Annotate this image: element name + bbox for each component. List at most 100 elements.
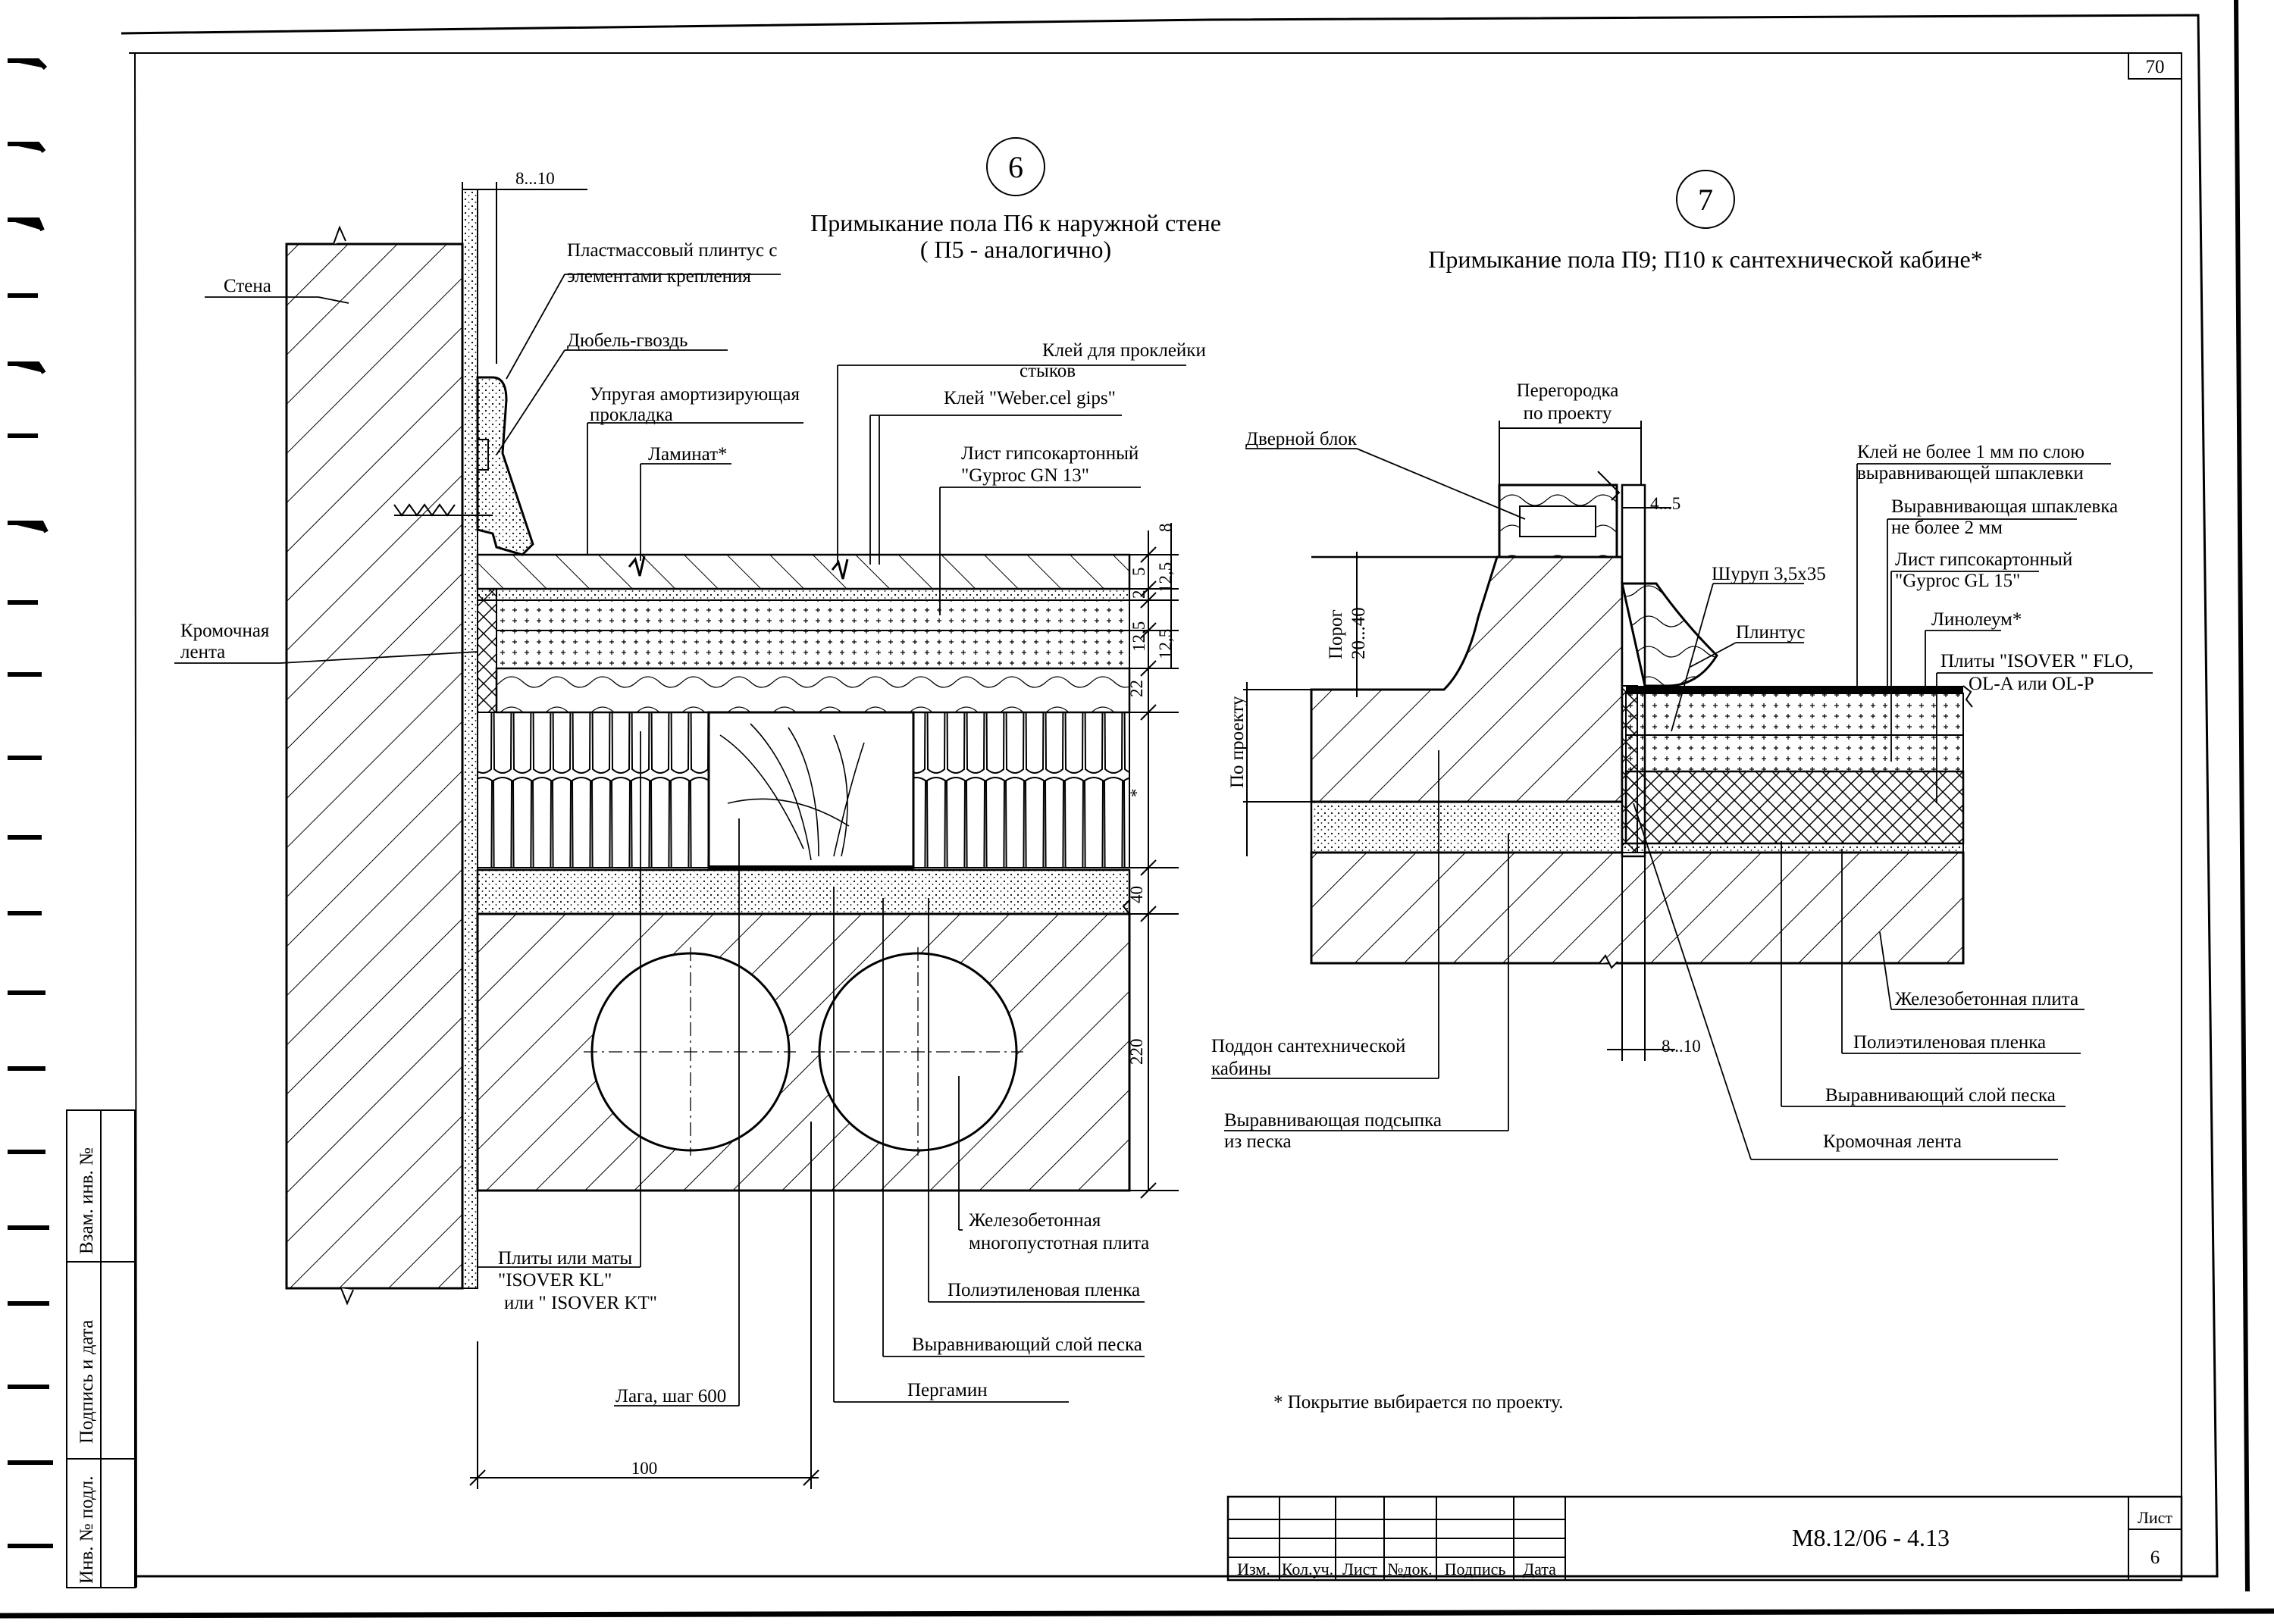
label-plates-7-1: Плиты "ISOVER " FLO, — [1940, 651, 2134, 671]
sheet-number: 6 — [2150, 1547, 2160, 1568]
label-door: Дверной блок — [1245, 429, 1358, 449]
label-sand-fill-1: Выравнивающая подсыпка — [1224, 1110, 1442, 1131]
label-partition-2: по проекту — [1524, 403, 1612, 424]
label-threshold-2: 20...40 — [1348, 607, 1369, 659]
col-izm: Изм. — [1237, 1560, 1270, 1579]
dim-12-5-c: 12,5 — [1156, 629, 1175, 659]
laminate-layer — [476, 553, 1131, 590]
gypsum-gl15-b — [1625, 734, 1964, 772]
label-dowel: Дюбель-гвоздь — [567, 330, 688, 351]
detail-7-title: Примыкание пола П9; П10 к сантехнической… — [1428, 246, 1983, 273]
drawing-code: М8.12/06 - 4.13 — [1792, 1524, 1950, 1551]
binding-marks — [8, 58, 53, 1548]
dim-8-10-b: 8...10 — [1662, 1037, 1701, 1056]
stamp-vzam: Взам. инв. № — [77, 1147, 97, 1254]
hollow-core-slab — [476, 912, 1131, 1192]
label-glue-joints-1: Клей для проклейки — [1042, 340, 1206, 361]
dim-4-5: 4...5 — [1650, 494, 1680, 513]
col-ndok: №док. — [1387, 1560, 1432, 1579]
label-pergamin: Пергамин — [907, 1380, 988, 1400]
sand-layer — [476, 868, 1131, 915]
top-sheet-number-box: 70 — [2128, 52, 2182, 80]
detail-6-title-1: Примыкание пола П6 к наружной стене — [810, 209, 1221, 236]
dim-220: 220 — [1127, 1039, 1146, 1065]
edge-tape — [477, 588, 497, 713]
label-glue-joints-2: стыков — [1020, 361, 1076, 381]
gypsum-layer-2 — [496, 630, 1130, 669]
col-list: Лист — [1342, 1560, 1377, 1579]
title-block: Изм. Кол.уч. Лист №док. Подпись Дата М8.… — [1226, 1495, 2183, 1582]
detail-6: 8 5 2 12,5 12,5 12,5 22 * 40 220 8...10 … — [174, 137, 1221, 1489]
label-putty-1: Выравнивающая шпаклевка — [1891, 496, 2118, 517]
label-gypsum-7-2: "Gyproc GL 15" — [1895, 571, 2020, 591]
label-gypsum-1: Лист гипсокартонный — [961, 443, 1139, 464]
gypsum-gl15-a — [1625, 693, 1964, 736]
dim-100: 100 — [631, 1459, 658, 1478]
label-sand-fill-2: из песка — [1224, 1131, 1292, 1152]
label-plates-1: Плиты или маты — [498, 1248, 632, 1269]
label-edge-1: Кромочная — [180, 621, 270, 641]
side-stamp: Взам. инв. № Подпись и дата Инв. № подл. — [66, 1109, 136, 1588]
isover-plates — [1624, 770, 1965, 845]
dim-star: * — [1127, 789, 1146, 798]
label-plates-3: или " ISOVER KT" — [504, 1293, 657, 1313]
col-kol-uch: Кол.уч. — [1282, 1560, 1333, 1579]
stamp-podpis: Подпись и дата — [77, 1320, 97, 1444]
detail-6-number: 6 — [1008, 150, 1023, 184]
dim-8: 8 — [1156, 524, 1175, 533]
label-edge-2: лента — [180, 642, 225, 662]
stamp-inv: Инв. № подл. — [77, 1476, 97, 1584]
label-joist: Лага, шаг 600 — [615, 1386, 726, 1407]
label-gypsum-2: "Gyproc GN 13" — [961, 465, 1089, 486]
label-glue-weber: Клей "Weber.cel gips" — [944, 388, 1116, 408]
dim-5: 5 — [1129, 568, 1148, 577]
label-putty-2: не более 2 мм — [1891, 518, 2003, 538]
detail-6-title-2: ( П5 - аналогично) — [920, 236, 1111, 263]
label-laminate: Ламинат* — [648, 444, 728, 465]
wood-board — [495, 667, 1131, 714]
sheet-label: Лист — [2138, 1508, 2172, 1527]
label-tray-1: Поддон сантехнической — [1211, 1036, 1405, 1056]
label-wall: Стена — [224, 276, 271, 296]
label-slab-2: многопустотная плита — [969, 1233, 1149, 1253]
label-edge-7: Кромочная лента — [1823, 1131, 1962, 1152]
label-screw: Шуруп 3,5x35 — [1712, 564, 1826, 584]
label-glue-1: Клей не более 1 мм по слою — [1857, 442, 2084, 462]
dim-22: 22 — [1127, 680, 1146, 697]
label-threshold-1: Порог — [1326, 609, 1346, 659]
label-pad-2: прокладка — [590, 405, 673, 425]
label-pe-film-7: Полиэтиленовая пленка — [1853, 1032, 2046, 1053]
label-plates-2: "ISOVER KL" — [498, 1270, 612, 1291]
cabin-tray — [1310, 555, 1624, 803]
slab-7 — [1310, 851, 1965, 965]
label-plates-7-2: OL-A или OL-P — [1969, 674, 2094, 694]
dim-40: 40 — [1127, 886, 1146, 903]
col-podpis: Подпись — [1445, 1560, 1506, 1579]
label-sand-7: Выравнивающий слой песка — [1825, 1085, 2056, 1106]
label-pe-film: Полиэтиленовая пленка — [948, 1280, 1140, 1300]
dim-gap-8-10: 8...10 — [515, 169, 555, 188]
col-data: Дата — [1523, 1560, 1556, 1579]
label-linoleum: Линолеум* — [1931, 609, 2022, 630]
gypsum-layer-1 — [496, 599, 1130, 631]
dim-2: 2 — [1129, 590, 1148, 599]
label-plinth-2: элементами крепления — [567, 266, 751, 286]
label-tray-2: кабины — [1211, 1059, 1271, 1079]
label-pad-1: Упругая амортизирующая — [590, 384, 800, 405]
plastic-plinth — [476, 376, 534, 556]
plinth-7 — [1621, 582, 1718, 687]
detail-7-number: 7 — [1698, 183, 1713, 217]
label-slab-1: Железобетонная — [969, 1210, 1101, 1231]
label-slab-7: Железобетонная плита — [1895, 989, 2078, 1009]
dim-12-5-a: 12,5 — [1156, 562, 1175, 593]
label-plinth-7: Плинтус — [1736, 622, 1805, 643]
detail-7: 7 Примыкание пола П9; П10 к сантехническ… — [1211, 170, 2153, 1160]
sand-fill — [1310, 800, 1624, 854]
label-partition-1: Перегородка — [1517, 380, 1619, 401]
label-plinth-1: Пластмассовый плинтус с — [567, 240, 777, 261]
label-per-project: По проекту — [1227, 696, 1248, 788]
dim-12-5-b: 12,5 — [1129, 621, 1148, 652]
top-sheet-number: 70 — [2146, 57, 2165, 77]
